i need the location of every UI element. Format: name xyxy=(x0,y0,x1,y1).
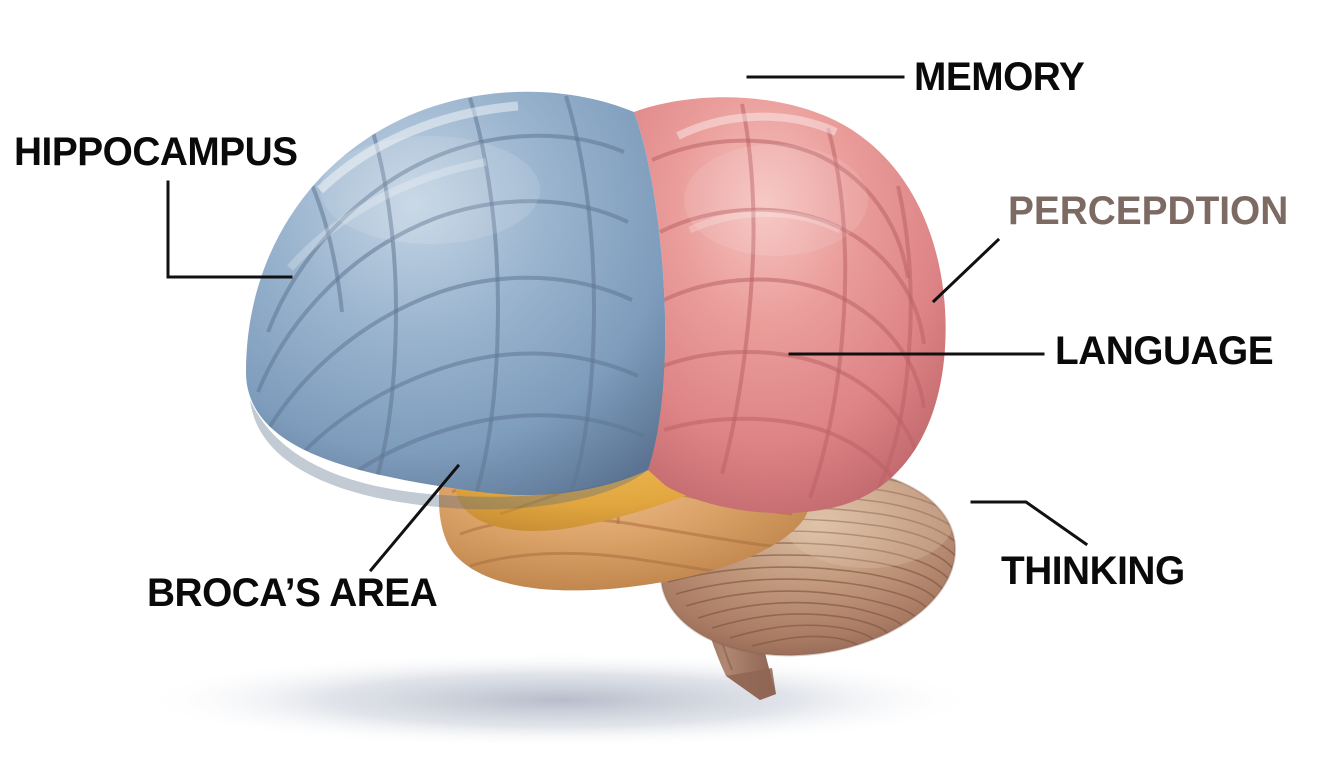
parietal-lobe-region xyxy=(634,97,946,514)
label-hippocampus: HIPPOCAMPUS xyxy=(14,130,298,174)
leader-lines-group xyxy=(166,75,1089,573)
brain-drop-shadow xyxy=(140,652,980,748)
leader-line-hippocampus xyxy=(166,180,293,279)
leader-line-perception xyxy=(931,237,1001,304)
label-thinking: THINKING xyxy=(1001,549,1185,593)
label-brocas-area: BROCA’S AREA xyxy=(147,571,438,615)
frontal-lobe-region xyxy=(246,91,666,510)
leader-line-thinking xyxy=(970,500,1089,547)
label-language: LANGUAGE xyxy=(1055,329,1274,373)
label-perception: PERCEPDTION xyxy=(1008,189,1289,233)
leader-line-brocas-area xyxy=(368,463,461,573)
label-memory: MEMORY xyxy=(914,55,1085,99)
